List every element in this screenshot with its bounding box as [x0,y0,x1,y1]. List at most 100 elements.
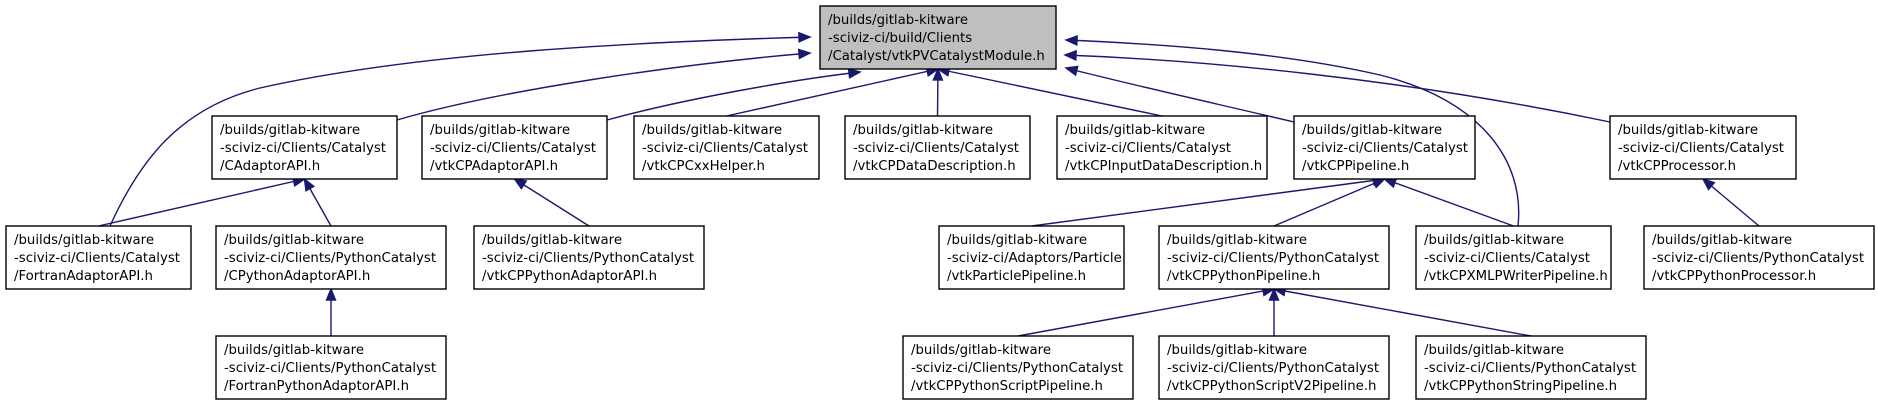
arrow-head-icon [1382,177,1398,189]
arrow-head-icon [797,48,812,60]
node-label-line-3: /Catalyst/vtkPVCatalystModule.h [828,49,1045,64]
arrow-head-icon [847,67,862,79]
node-label-line-1: /builds/gitlab-kitware [220,123,360,138]
node-label-line-3: /vtkCPPipeline.h [1302,159,1409,174]
node-label-line-1: /builds/gitlab-kitware [828,13,968,28]
node-vtkcppythonscriptv2pipeline[interactable]: /builds/gitlab-kitware -sciviz-ci/Client… [1158,335,1390,400]
node-vtkcpxmlpwriterpipeline[interactable]: /builds/gitlab-kitware -sciviz-ci/Client… [1415,225,1612,290]
edge-stringpipeline-to-pythonpipeline [1272,285,1532,337]
node-label-line-3: /CPythonAdaptorAPI.h [224,269,370,284]
node-label-line-1: /builds/gitlab-kitware [1424,343,1564,358]
node-vtkcppythonadaptorapi[interactable]: /builds/gitlab-kitware -sciviz-ci/Client… [473,225,705,290]
node-box [902,335,1134,400]
node-label-line-1: /builds/gitlab-kitware [911,343,1051,358]
node-vtkcppythonpipeline[interactable]: /builds/gitlab-kitware -sciviz-ci/Client… [1158,225,1390,290]
node-label-line-2: -sciviz-ci/Clients/PythonCatalyst [1424,361,1636,376]
node-vtkcpprocessor[interactable]: /builds/gitlab-kitware -sciviz-ci/Client… [1609,115,1797,180]
arrow-head-icon [1371,178,1387,189]
node-label-line-3: /vtkCPProcessor.h [1618,159,1736,174]
node-vtkcppipeline[interactable]: /builds/gitlab-kitware -sciviz-ci/Client… [1293,115,1476,180]
node-label-line-2: -sciviz-ci/Clients/Catalyst [1424,251,1590,266]
node-label-line-3: /vtkCPAdaptorAPI.h [430,159,558,174]
node-label-line-3: /vtkCPPythonStringPipeline.h [1424,379,1617,394]
node-label-line-2: -sciviz-ci/Clients/PythonCatalyst [1652,251,1864,266]
node-cpythonadaptorapi[interactable]: /builds/gitlab-kitware -sciviz-ci/Client… [215,225,447,290]
arrow-head-icon [1268,287,1280,301]
node-label-line-1: /builds/gitlab-kitware [1167,233,1307,248]
node-box [473,225,705,290]
edge-inputdatadesc-to-root [936,65,1163,117]
node-fortranadaptorapi[interactable]: /builds/gitlab-kitware -sciviz-ci/Client… [5,225,192,290]
edges-layer [98,31,1760,337]
node-label-line-2: -sciviz-ci/Clients/PythonCatalyst [911,361,1123,376]
edge-cpythonadaptor-to-cadaptor [303,177,332,227]
node-label-line-2: -sciviz-ci/Clients/Catalyst [14,251,180,266]
node-vtkcppythonstringpipeline[interactable]: /builds/gitlab-kitware -sciviz-ci/Client… [1415,335,1647,400]
node-box [1158,225,1390,290]
edge-fortranadaptor-to-root [109,31,812,227]
node-label-line-1: /builds/gitlab-kitware [1424,233,1564,248]
edge-xmlpwriter-to-root [1064,34,1520,227]
node-label-line-1: /builds/gitlab-kitware [947,233,1087,248]
node-label-line-3: /vtkCPPythonScriptPipeline.h [911,379,1103,394]
node-label-line-2: -sciviz-ci/Clients/Catalyst [1618,141,1784,156]
node-label-line-3: /FortranPythonAdaptorAPI.h [224,379,409,394]
node-label-line-1: /builds/gitlab-kitware [1065,123,1205,138]
arrow-head-icon [1063,49,1077,61]
node-vtkcpadaptorapi[interactable]: /builds/gitlab-kitware -sciviz-ci/Client… [421,115,608,180]
node-label-line-3: /vtkCPPythonProcessor.h [1652,269,1816,284]
node-label-line-1: /builds/gitlab-kitware [14,233,154,248]
node-box [1609,115,1797,180]
edge-pythonadaptor-to-vtkcpadaptor [512,178,590,227]
node-label-line-1: /builds/gitlab-kitware [482,233,622,248]
edge-fortranpython-to-cpythonadaptor [325,287,337,336]
node-label-line-1: /builds/gitlab-kitware [642,123,782,138]
edge-fortranadaptor-to-cadaptor [98,176,307,227]
arrow-head-icon [1701,177,1716,191]
arrow-head-icon [325,287,337,301]
edge-processor-to-root [1063,49,1611,123]
node-label-line-1: /builds/gitlab-kitware [1167,343,1307,358]
node-vtkcpinputdatadescription[interactable]: /builds/gitlab-kitware -sciviz-ci/Client… [1056,115,1268,180]
node-label-line-2: -sciviz-ci/build/Clients [828,31,972,46]
node-box [1415,335,1647,400]
node-label-line-1: /builds/gitlab-kitware [1618,123,1758,138]
arrow-head-icon [1064,65,1079,77]
node-cadaptorapi[interactable]: /builds/gitlab-kitware -sciviz-ci/Client… [211,115,398,180]
node-box [215,225,447,290]
node-vtkcpcxxhelper[interactable]: /builds/gitlab-kitware -sciviz-ci/Client… [633,115,820,180]
node-label-line-1: /builds/gitlab-kitware [224,343,364,358]
node-box [215,335,447,400]
node-label-line-2: -sciviz-ci/Clients/Catalyst [1302,141,1468,156]
node-label-line-3: /vtkCPXMLPWriterPipeline.h [1424,269,1608,284]
node-label-line-3: /FortranAdaptorAPI.h [14,269,153,284]
edge-pipeline-to-root [1064,65,1295,123]
edge-pythonprocessor-to-processor [1701,177,1760,227]
node-label-line-2: -sciviz-ci/Clients/Catalyst [853,141,1019,156]
node-label-line-1: /builds/gitlab-kitware [853,123,993,138]
arrow-head-icon [512,178,528,190]
edge-scriptpipeline-to-pythonpipeline [1017,285,1276,337]
node-vtkparticlepipeline[interactable]: /builds/gitlab-kitware -sciviz-ci/Adapto… [938,225,1125,290]
node-box [1415,225,1612,290]
arrow-head-icon [932,67,944,81]
edge-cadaptor-to-root [396,48,812,121]
node-box [633,115,820,180]
node-label-line-1: /builds/gitlab-kitware [224,233,364,248]
edge-xmlpwriter-to-pipeline [1382,177,1514,227]
node-vtkcppythonscriptpipeline[interactable]: /builds/gitlab-kitware -sciviz-ci/Client… [902,335,1134,400]
arrow-head-icon [798,31,812,43]
node-box [1158,335,1390,400]
node-label-line-2: -sciviz-ci/Clients/Catalyst [1065,141,1231,156]
node-label-line-1: /builds/gitlab-kitware [430,123,570,138]
edge-cxxhelper-to-root [726,66,940,117]
node-vtkcpdatadescription[interactable]: /builds/gitlab-kitware -sciviz-ci/Client… [844,115,1031,180]
node-fortranpythonadaptorapi[interactable]: /builds/gitlab-kitware -sciviz-ci/Client… [215,335,447,400]
node-label-line-2: -sciviz-ci/Clients/Catalyst [220,141,386,156]
node-label-line-2: -sciviz-ci/Clients/PythonCatalyst [224,251,436,266]
node-vtkcppythonprocessor[interactable]: /builds/gitlab-kitware -sciviz-ci/Client… [1643,225,1875,290]
node-label-line-2: -sciviz-ci/Adaptors/Particle [947,251,1122,266]
node-label-line-2: -sciviz-ci/Clients/Catalyst [642,141,808,156]
node-label-line-2: -sciviz-ci/Clients/PythonCatalyst [482,251,694,266]
